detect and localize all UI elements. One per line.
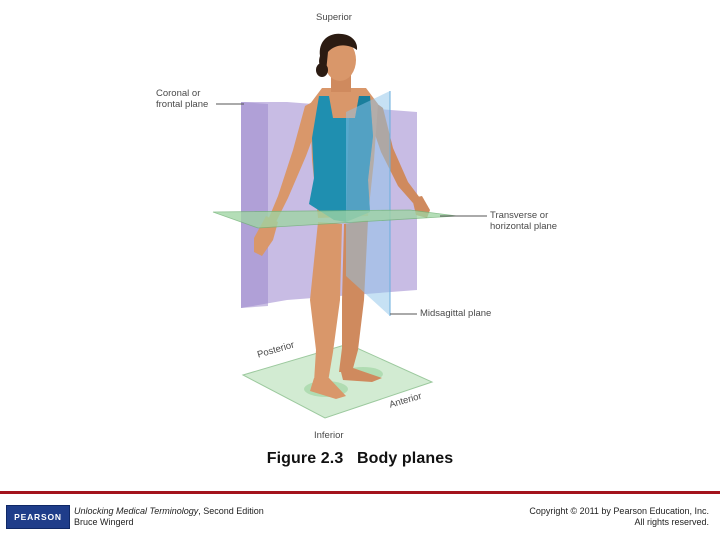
- book-author: Bruce Wingerd: [74, 517, 134, 527]
- copyright-line: Copyright © 2011 by Pearson Education, I…: [529, 506, 709, 516]
- book-credit: Unlocking Medical Terminology, Second Ed…: [74, 506, 264, 528]
- label-coronal-plane: Coronal or frontal plane: [156, 88, 209, 110]
- label-transverse-plane: Transverse or horizontal plane: [490, 210, 558, 232]
- left-arm: [268, 100, 318, 224]
- floor-plane: [241, 343, 434, 419]
- coronal-plane-shade: [241, 102, 268, 308]
- book-edition: , Second Edition: [198, 506, 264, 516]
- left-foot: [310, 378, 346, 399]
- figure-title: Body planes: [356, 450, 454, 467]
- label-inferior: Inferior: [314, 430, 344, 441]
- left-leg: [310, 222, 342, 382]
- head: [324, 39, 356, 81]
- pearson-logo-icon: PEARSON: [6, 505, 70, 529]
- figure-caption: Figure 2.3 Body planes: [0, 450, 720, 468]
- hair: [319, 33, 358, 72]
- rights-line: All rights reserved.: [634, 517, 709, 527]
- book-title: Unlocking Medical Terminology: [74, 506, 199, 516]
- right-foot: [340, 368, 382, 382]
- footer-rule: [0, 491, 720, 494]
- label-superior: Superior: [316, 12, 352, 23]
- figure-number: Figure 2.3: [266, 450, 344, 467]
- hair-bun: [316, 63, 328, 77]
- label-midsagittal-plane: Midsagittal plane: [420, 308, 492, 319]
- copyright-notice: Copyright © 2011 by Pearson Education, I…: [529, 506, 709, 528]
- midsagittal-plane: [346, 91, 390, 316]
